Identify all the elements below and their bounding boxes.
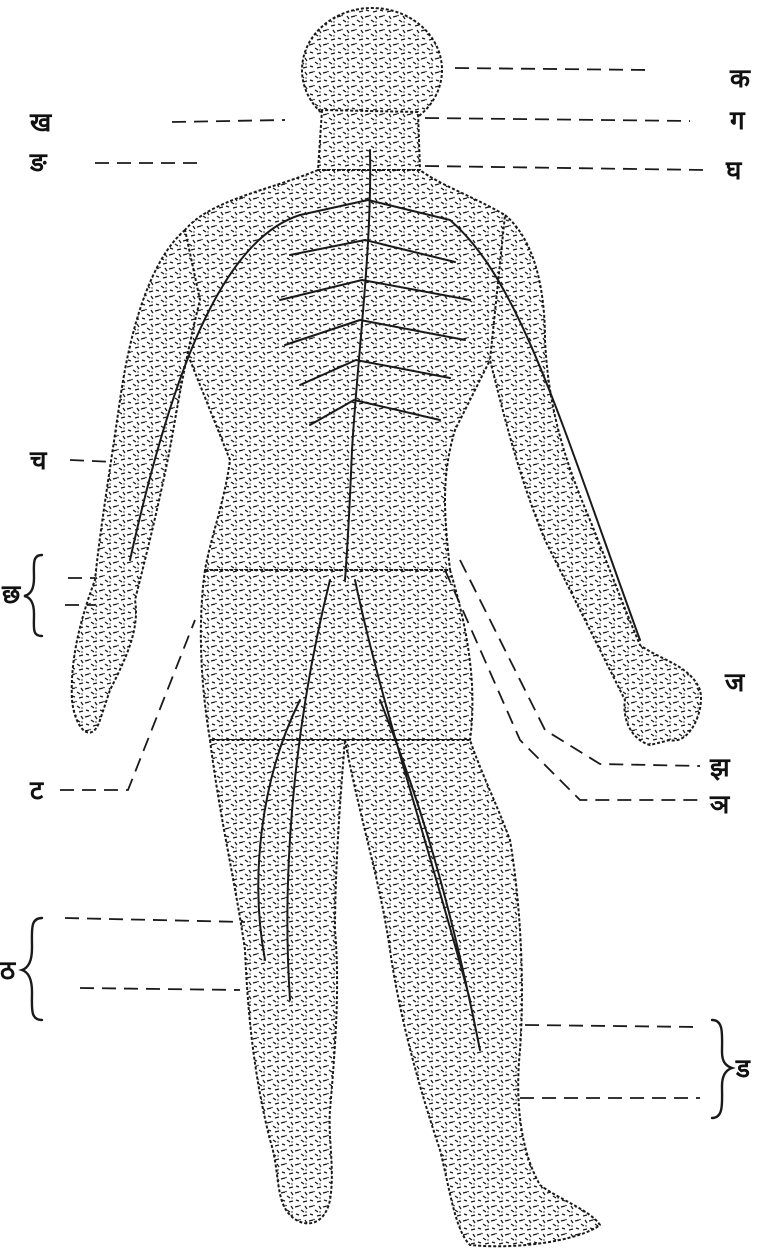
neck-shape <box>318 110 420 170</box>
label-da: ड <box>736 1056 750 1082</box>
brace-cha <box>24 555 42 636</box>
leader-ga <box>425 118 690 121</box>
label-nga: ङ <box>30 150 47 176</box>
leader-tha-2 <box>80 988 240 990</box>
label-kha: ख <box>30 110 51 136</box>
label-ca: च <box>30 448 47 474</box>
label-ja: ज <box>725 670 744 696</box>
leader-gha <box>425 166 705 170</box>
label-ta: ट <box>30 778 43 804</box>
hips-shape <box>201 570 473 740</box>
right-leg-shape <box>345 740 600 1246</box>
brace-da <box>712 1020 732 1118</box>
brace-tha <box>22 918 42 1020</box>
label-jha: झ <box>710 755 730 781</box>
torso-shape <box>178 170 526 570</box>
label-tha: ठ <box>0 958 15 984</box>
leader-da-1 <box>525 1025 700 1027</box>
leader-ka <box>455 68 650 70</box>
label-gha: घ <box>726 158 741 184</box>
body-silhouette <box>72 8 701 1246</box>
left-leg-shape <box>210 740 345 1223</box>
leader-kha <box>172 120 285 122</box>
leader-tha-1 <box>65 918 245 922</box>
label-ga: ग <box>730 108 745 134</box>
leader-ca <box>70 460 115 462</box>
right-arm-shape <box>490 215 701 745</box>
label-cha: छ <box>2 582 20 608</box>
label-ka: क <box>730 66 750 92</box>
label-nya: ञ <box>710 792 729 818</box>
